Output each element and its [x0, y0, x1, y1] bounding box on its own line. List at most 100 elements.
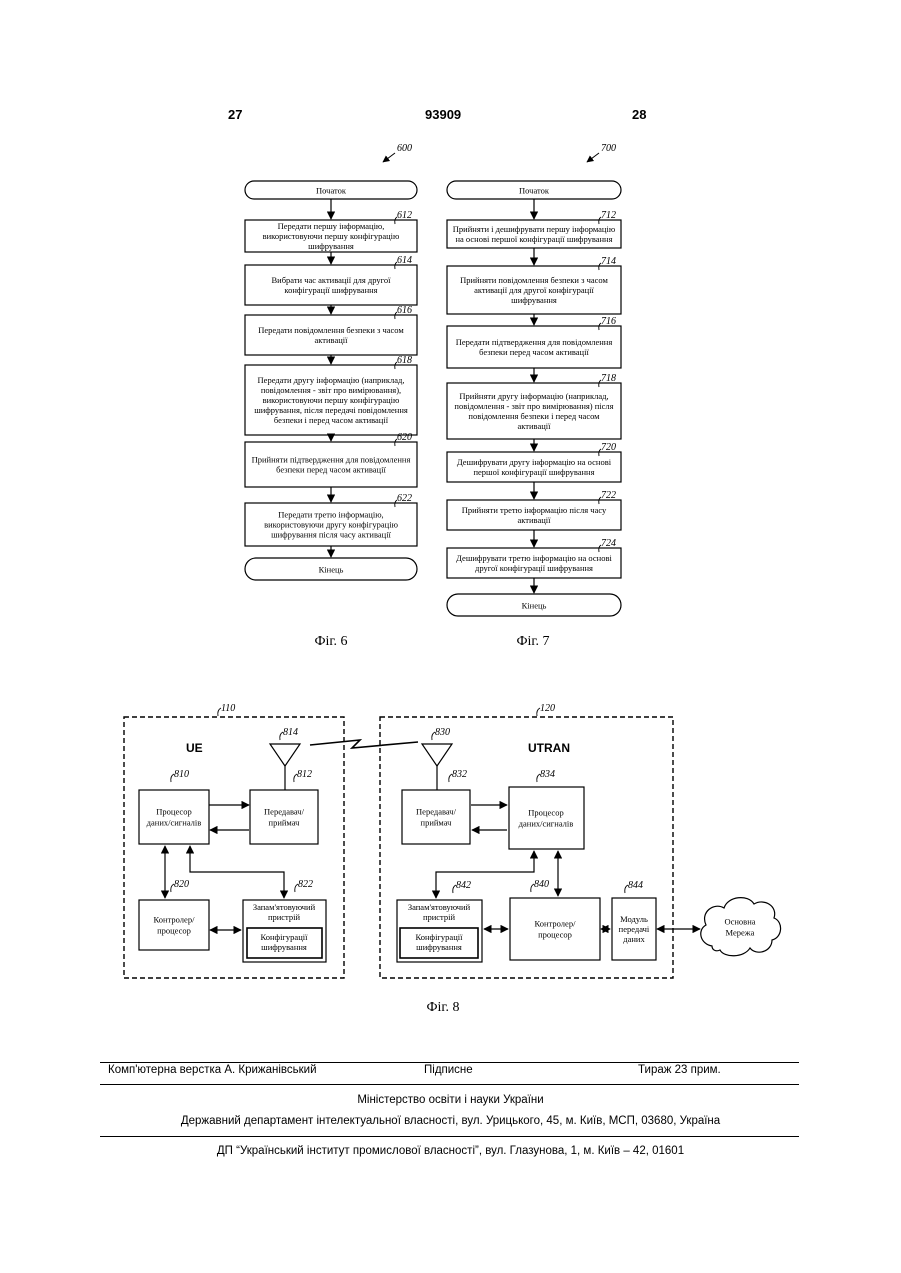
- ue-processor-text-line-1: Процесор: [156, 807, 191, 817]
- fig6-step-618-text-line-2: повідомлення - звіт про вимірювання),: [261, 385, 401, 395]
- fig6-step-612-ref: 612: [397, 210, 412, 221]
- fig7-ref-arrow: [587, 153, 599, 162]
- fig6-step-618-text-line-3: використовуючи першу конфігурацію: [263, 395, 400, 405]
- footer-rule-bottom: [100, 1136, 799, 1137]
- fig7-step-718-text-line-4: активації: [518, 421, 552, 431]
- fig7-step-716-ref: 716: [601, 316, 616, 327]
- fig7-step-716-text-line-1: Передати підтвердження для повідомлення: [456, 337, 613, 347]
- utran-title: UTRAN: [528, 741, 570, 755]
- figure-6-flowchart: 600ПочатокПередати першу інформацію,вико…: [245, 143, 417, 649]
- fig6-step-618-text-line-5: безпеки і перед часом активації: [274, 415, 389, 425]
- ue-memory-ref: 822: [298, 879, 313, 890]
- fig7-start-label: Початок: [519, 186, 550, 196]
- utran-memory-config-text-line-1: Конфігурації: [416, 932, 464, 942]
- fig7-step-714-text-line-3: шифрування: [511, 295, 557, 305]
- utran-controller-text-line-1: Контролер/: [535, 919, 577, 929]
- fig7-step-722-text-line-2: активації: [518, 515, 552, 525]
- footer-circulation: Тираж 23 прим.: [638, 1064, 721, 1076]
- fig7-step-722-text-line-1: Прийняти третю інформацію після часу: [462, 505, 607, 515]
- ue-memory-config-text-line-2: шифрування: [261, 942, 307, 952]
- ue-transceiver-text-line-1: Передавач/: [264, 807, 305, 817]
- ue-memory-config-text-line-1: Конфігурації: [261, 932, 309, 942]
- fig6-step-622-ref: 622: [397, 493, 412, 504]
- fig7-step-716-text-line-2: безпеки перед часом активації: [479, 347, 589, 357]
- figure-7-flowchart: 700ПочатокПрийняти і дешифрувати першу і…: [447, 143, 621, 649]
- ue-title: UE: [186, 741, 203, 755]
- fig7-step-718-text-line-3: повідомлення безпеки і перед часом: [468, 411, 600, 421]
- fig7-step-720-text-line-2: першої конфігурації шифрування: [473, 467, 594, 477]
- fig7-step-718-ref: 718: [601, 373, 616, 384]
- fig6-step-614-text-line-2: конфігурації шифрування: [284, 285, 377, 295]
- core-network-text-line-2: Мережа: [726, 928, 755, 938]
- utran-memory-config-text-line-2: шифрування: [416, 942, 462, 952]
- core-network-text-line-1: Основна: [724, 917, 755, 927]
- utran-processor-text-line-2: даних/сигналів: [519, 819, 574, 829]
- utran-transceiver-text-line-1: Передавач/: [416, 807, 457, 817]
- footer-department: Державний департамент інтелектуальної вл…: [0, 1115, 901, 1127]
- ue-controller-text-line-2: процесор: [157, 926, 191, 936]
- fig7-step-724-text-line-2: другої конфігурації шифрування: [475, 563, 593, 573]
- utran-memory-ref: 842: [456, 880, 471, 891]
- fig6-caption: Фіг. 6: [314, 634, 347, 649]
- utran-container-ref: 120: [540, 703, 555, 714]
- utran-transceiver-text-line-2: приймач: [421, 818, 453, 828]
- fig7-step-724-ref: 724: [601, 538, 616, 549]
- fig6-ref-arrow: [383, 153, 395, 162]
- fig6-step-616-ref: 616: [397, 305, 412, 316]
- ue-memory-text-line-2: пристрій: [268, 912, 301, 922]
- fig7-step-712-ref: 712: [601, 210, 616, 221]
- fig6-step-620-ref: 620: [397, 432, 412, 443]
- fig6-step-612-text-line-2: використовуючи першу конфігурацію: [263, 231, 400, 241]
- fig6-step-618-text-line-1: Передати другу інформацію (наприклад,: [258, 375, 405, 385]
- fig6-start-label: Початок: [316, 186, 347, 196]
- comm-module-text-line-3: даних: [623, 934, 645, 944]
- utran-memory-text-line-1: Запам'ятовуючий: [408, 902, 471, 912]
- utran-controller-text-line-2: процесор: [538, 930, 572, 940]
- fig6-end-label: Кінець: [319, 565, 344, 575]
- ue-transceiver-text-line-2: приймач: [269, 818, 301, 828]
- fig7-step-720-text-line-1: Дешифрувати другу інформацію на основі: [457, 457, 612, 467]
- footer-signed: Підписне: [424, 1064, 473, 1076]
- ue-processor-ref: 810: [174, 769, 189, 780]
- utran-antenna-icon: [422, 744, 452, 766]
- fig6-step-618-ref: 618: [397, 355, 412, 366]
- footer-rule-top: [100, 1062, 799, 1063]
- fig7-step-720-ref: 720: [601, 442, 616, 453]
- fig7-step-712-text-line-1: Прийняти і дешифрувати першу інформацію: [453, 224, 616, 234]
- footer-rule-middle: [100, 1084, 799, 1085]
- ue-controller-ref: 820: [174, 879, 189, 890]
- fig6-step-622-text-line-3: шифрування після часу активації: [271, 530, 391, 540]
- fig7-step-722-ref: 722: [601, 490, 616, 501]
- fig7-end-label: Кінець: [522, 601, 547, 611]
- fig7-step-714-text-line-1: Прийняти повідомлення безпеки з часом: [460, 275, 608, 285]
- fig6-step-622-text-line-1: Передати третю інформацію,: [278, 510, 383, 520]
- fig6-step-620-text-line-2: безпеки перед часом активації: [276, 465, 386, 475]
- ue-proc-mem-link: [190, 846, 284, 898]
- ue-antenna-icon: [270, 744, 300, 766]
- fig8-caption: Фіг. 8: [426, 1000, 459, 1015]
- ue-processor-text-line-2: даних/сигналів: [147, 818, 202, 828]
- fig6-step-614-text-line-1: Вибрати час активації для другої: [271, 275, 391, 285]
- fig6-step-614-ref: 614: [397, 255, 412, 266]
- fig7-step-712-text-line-2: на основі першої конфігурації шифрування: [455, 234, 612, 244]
- fig7-step-714-text-line-2: активації для другої конфігурації: [474, 285, 594, 295]
- footer-ministry: Міністерство освіти і науки України: [0, 1094, 901, 1106]
- footer-layout-by: Комп'ютерна верстка А. Крижанівський: [108, 1064, 317, 1076]
- ue-antenna-ref: 814: [283, 727, 298, 738]
- fig6-step-622-text-line-2: використовуючи другу конфігурацію: [264, 520, 398, 530]
- figure-8-block-diagram: 110UE120UTRAN814830Процесорданих/сигналі…: [124, 703, 781, 1015]
- figures-canvas: 600ПочатокПередати першу інформацію,вико…: [0, 0, 901, 1040]
- utran-controller-ref: 840: [534, 879, 549, 890]
- fig6-step-616-text-line-1: Передати повідомлення безпеки з часом: [258, 325, 404, 335]
- ue-transceiver-ref: 812: [297, 769, 312, 780]
- fig6-step-618-text-line-4: шифрування, після передачі повідомлення: [254, 405, 408, 415]
- ue-container-ref: 110: [221, 703, 235, 714]
- fig7-caption: Фіг. 7: [516, 634, 549, 649]
- utran-processor-text-line-1: Процесор: [528, 808, 563, 818]
- ue-memory-text-line-1: Запам'ятовуючий: [253, 902, 316, 912]
- utran-proc-mem-link: [436, 851, 534, 898]
- utran-antenna-ref: 830: [435, 727, 450, 738]
- comm-module-text-line-2: передачі: [619, 924, 650, 934]
- fig7-ref: 700: [601, 143, 616, 154]
- fig7-step-724-text-line-1: Дешифрувати третю інформацію на основі: [456, 553, 612, 563]
